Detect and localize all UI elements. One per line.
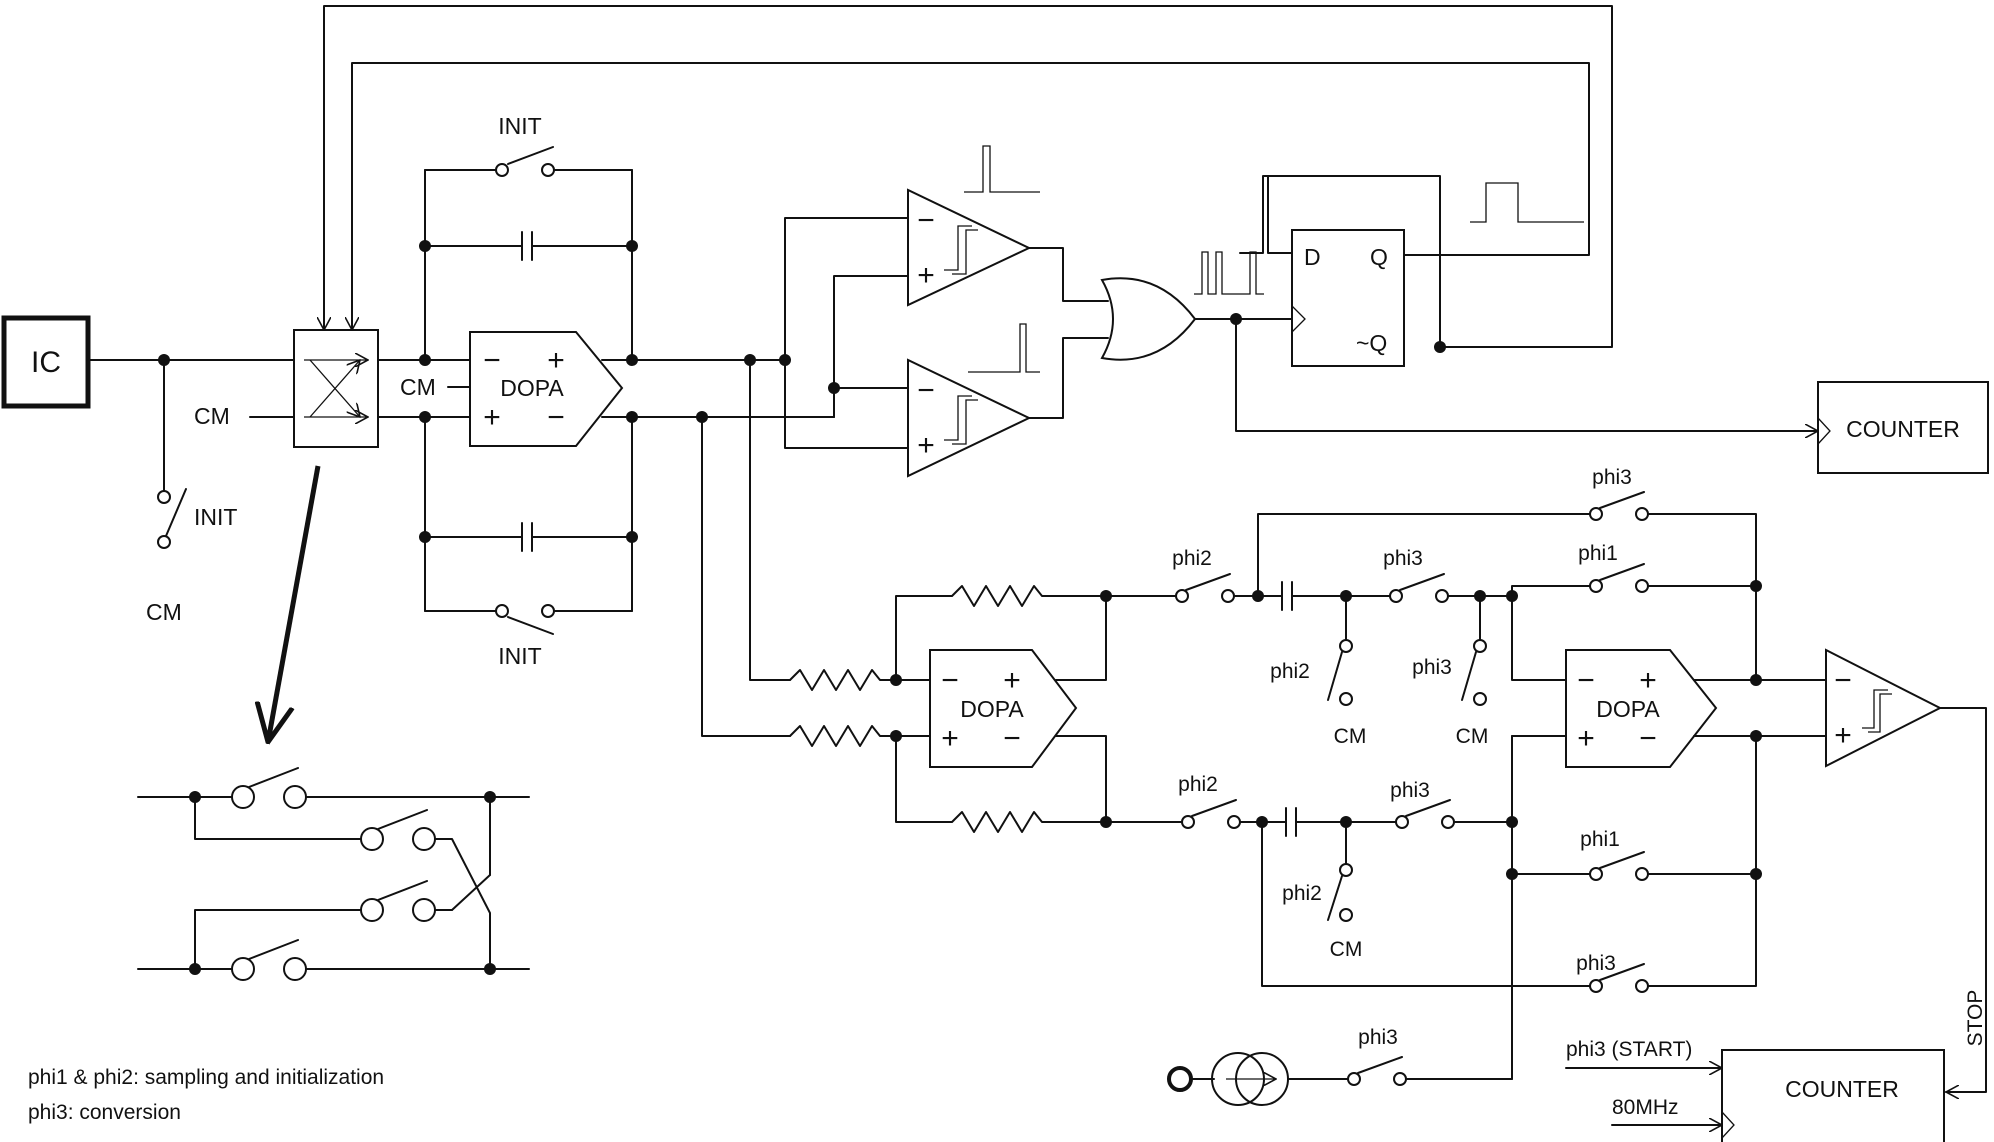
dopa-mid-plus-in: + <box>941 722 959 755</box>
phi3-upper-shunt-label: phi3 <box>1412 656 1452 679</box>
cm-upper-left-label: CM <box>1334 725 1367 748</box>
counter-top-label: COUNTER <box>1846 416 1960 442</box>
dopa-right-minus-in: − <box>1577 664 1595 697</box>
cm-input-switch-label: CM <box>146 599 182 625</box>
cm-upper-right-label: CM <box>1456 725 1489 748</box>
legend: phi1 & phi2: sampling and initialization… <box>28 1066 384 1124</box>
qbar-pin-label: ~Q <box>1356 330 1387 356</box>
dopa-front-label: DOPA <box>500 375 564 401</box>
dopa-right-minus-out: − <box>1639 722 1657 755</box>
clk-80mhz-label: 80MHz <box>1612 1096 1679 1119</box>
dopa-right-plus-in: + <box>1577 722 1595 755</box>
q-pin-label: Q <box>1370 244 1388 270</box>
stop-label: STOP <box>1964 990 1987 1047</box>
phi3-lower-label: phi3 <box>1390 779 1430 802</box>
cm-lower-label: CM <box>1330 938 1363 961</box>
input-section: IC INIT CM CM <box>1 315 471 625</box>
init-top-label: INIT <box>498 113 541 139</box>
feedback-wires <box>324 5 1613 353</box>
d-flip-flop: D Q ~Q <box>1267 175 1584 367</box>
phi1-lower-label: phi1 <box>1580 828 1620 851</box>
current-source: phi3 <box>1167 1026 1513 1106</box>
dopa-mid-minus-in: − <box>941 664 959 697</box>
dopa-front-plus-out: + <box>547 344 565 377</box>
dopa-front-minus-in: − <box>483 344 501 377</box>
comparators-top: − + − + <box>907 145 1819 478</box>
phi1-top-label: phi1 <box>1578 542 1618 565</box>
init-bottom-label: INIT <box>498 643 541 669</box>
phi3-bottom-label: phi3 <box>1576 952 1616 975</box>
middle-stage: DOPA − + + − <box>789 585 1112 833</box>
cmp1-plus: + <box>917 259 935 292</box>
dopa-front-minus-out: − <box>547 401 565 434</box>
lower-sc-path: phi2 phi3 phi2 CM phi1 phi3 <box>1105 735 1762 1080</box>
phi3-start-label: phi3 (START) <box>1566 1038 1692 1061</box>
init-switch-input <box>157 488 187 549</box>
front-integrator: INIT INIT CM DOPA − + + − <box>400 113 638 669</box>
cm-top-label: CM <box>400 374 436 400</box>
cmp1-minus: − <box>917 204 935 237</box>
counter-bottom-label: COUNTER <box>1785 1076 1899 1102</box>
ic-block <box>1 315 91 409</box>
cmp3-minus: − <box>1834 664 1852 697</box>
phi3-top-label: phi3 <box>1592 466 1632 489</box>
phi2-lower-shunt-label: phi2 <box>1282 882 1322 905</box>
expand-arrow <box>268 465 321 742</box>
upper-sc-path: phi2 phi3 phi2 CM phi3 CM phi3 <box>1105 466 1762 748</box>
legend-line2: phi3: conversion <box>28 1101 181 1124</box>
phi2-upper-shunt-label: phi2 <box>1270 660 1310 683</box>
dopa-right-plus-out: + <box>1639 664 1657 697</box>
front-outputs <box>631 217 909 737</box>
dopa-mid-minus-out: − <box>1003 722 1021 755</box>
chopper-block <box>293 329 379 448</box>
dopa-mid-plus-out: + <box>1003 664 1021 697</box>
dopa-front-plus-in: + <box>483 401 501 434</box>
legend-line1: phi1 & phi2: sampling and initialization <box>28 1066 384 1089</box>
counter-bottom: COUNTER phi3 (START) 80MHz <box>1565 1038 1945 1142</box>
cm-input-label: CM <box>194 403 230 429</box>
d-pin-label: D <box>1304 244 1321 270</box>
source-terminal <box>1167 1066 1193 1092</box>
ic-label: IC <box>31 346 61 379</box>
chopper-detail <box>137 767 530 981</box>
cmp2-minus: − <box>917 374 935 407</box>
phi3-source-label: phi3 <box>1358 1026 1398 1049</box>
dopa-right-label: DOPA <box>1596 696 1660 722</box>
init-input-label: INIT <box>194 504 237 530</box>
cmp2-plus: + <box>917 429 935 462</box>
right-stage: DOPA − + + − − + STOP <box>1511 648 1987 1092</box>
phi2-upper-label: phi2 <box>1172 547 1212 570</box>
dopa-middle-label: DOPA <box>960 696 1024 722</box>
phi2-lower-label: phi2 <box>1178 773 1218 796</box>
counter-top: COUNTER <box>1817 381 1989 474</box>
cmp3-plus: + <box>1834 719 1852 752</box>
phi3-upper-label: phi3 <box>1383 547 1423 570</box>
